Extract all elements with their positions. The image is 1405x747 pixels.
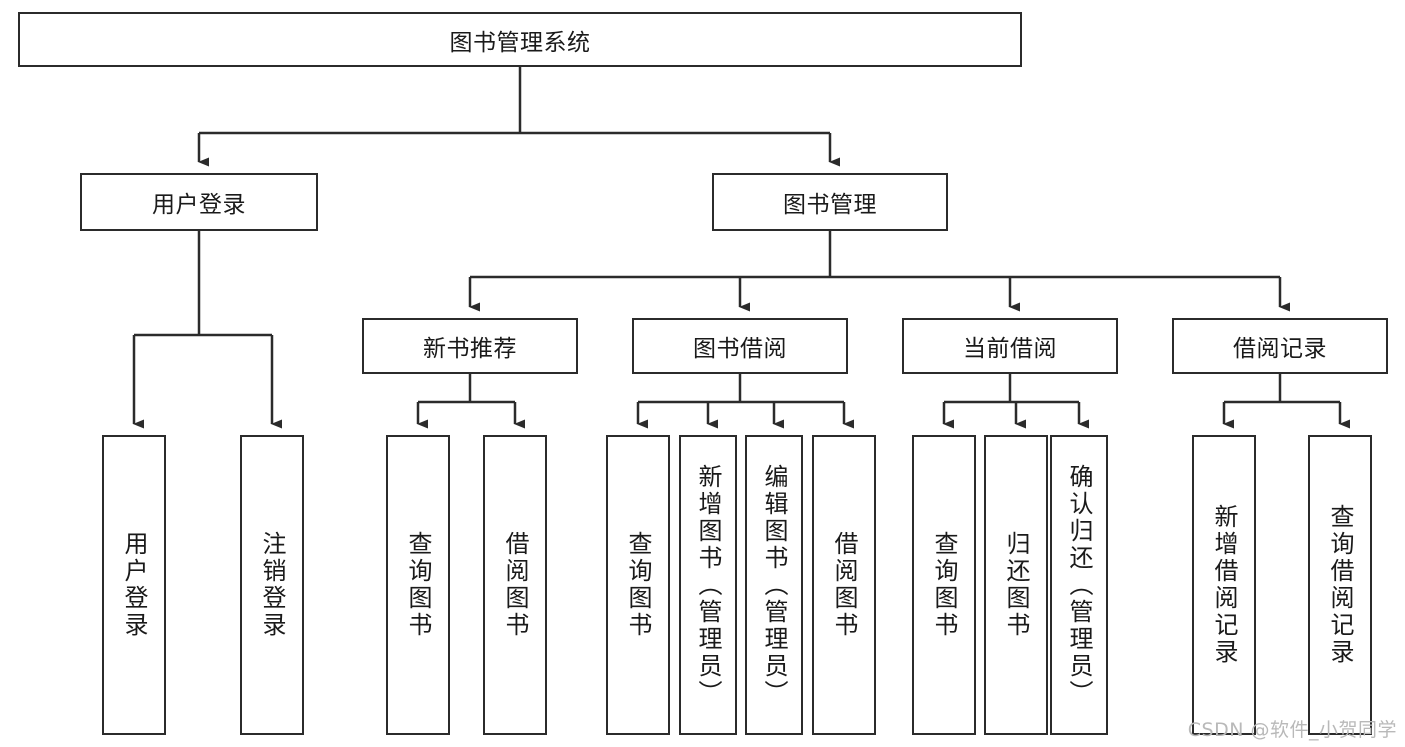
leaf-logout-label: 注销登录	[258, 531, 286, 639]
leaf-query-book-current[interactable]: 查询图书	[912, 435, 976, 735]
node-book-borrow[interactable]: 图书借阅	[632, 318, 848, 374]
leaf-user-login[interactable]: 用户登录	[102, 435, 166, 735]
leaf-query-book-current-label: 查询图书	[930, 531, 958, 639]
node-book-management[interactable]: 图书管理	[712, 173, 948, 231]
leaf-user-login-label: 用户登录	[120, 531, 148, 639]
leaf-borrow-book-borrow-label: 借阅图书	[830, 531, 858, 639]
leaf-add-borrow-record[interactable]: 新增借阅记录	[1192, 435, 1256, 735]
node-root[interactable]: 图书管理系统	[18, 12, 1022, 67]
leaf-confirm-return-admin[interactable]: 确认归还（管理员）	[1050, 435, 1108, 735]
leaf-query-borrow-record[interactable]: 查询借阅记录	[1308, 435, 1372, 735]
leaf-confirm-return-admin-label: 确认归还（管理员）	[1065, 463, 1093, 707]
leaf-borrow-book-newbook-label: 借阅图书	[501, 531, 529, 639]
node-book-management-label: 图书管理	[783, 192, 877, 218]
csdn-watermark: CSDN @软件_小贺同学	[1187, 719, 1397, 741]
leaf-edit-book-admin-label: 编辑图书（管理员）	[760, 463, 788, 707]
leaf-logout[interactable]: 注销登录	[240, 435, 304, 735]
leaf-query-book-borrow[interactable]: 查询图书	[606, 435, 670, 735]
node-current-borrow-label: 当前借阅	[963, 336, 1057, 362]
node-book-borrow-label: 图书借阅	[693, 336, 787, 362]
leaf-borrow-book-newbook[interactable]: 借阅图书	[483, 435, 547, 735]
node-borrow-record-label: 借阅记录	[1233, 336, 1327, 362]
leaf-query-book-newbook-label: 查询图书	[404, 531, 432, 639]
node-current-borrow[interactable]: 当前借阅	[902, 318, 1118, 374]
leaf-edit-book-admin[interactable]: 编辑图书（管理员）	[745, 435, 803, 735]
leaf-add-borrow-record-label: 新增借阅记录	[1210, 504, 1238, 666]
leaf-add-book-admin[interactable]: 新增图书（管理员）	[679, 435, 737, 735]
leaf-query-book-newbook[interactable]: 查询图书	[386, 435, 450, 735]
leaf-return-book-label: 归还图书	[1002, 531, 1030, 639]
node-user-login[interactable]: 用户登录	[80, 173, 318, 231]
node-new-book-recommend[interactable]: 新书推荐	[362, 318, 578, 374]
node-user-login-label: 用户登录	[152, 192, 246, 218]
leaf-return-book[interactable]: 归还图书	[984, 435, 1048, 735]
leaf-add-book-admin-label: 新增图书（管理员）	[694, 463, 722, 707]
leaf-query-borrow-record-label: 查询借阅记录	[1326, 504, 1354, 666]
leaf-borrow-book-borrow[interactable]: 借阅图书	[812, 435, 876, 735]
leaf-query-book-borrow-label: 查询图书	[624, 531, 652, 639]
node-new-book-recommend-label: 新书推荐	[423, 336, 517, 362]
node-borrow-record[interactable]: 借阅记录	[1172, 318, 1388, 374]
node-root-label: 图书管理系统	[449, 29, 591, 56]
